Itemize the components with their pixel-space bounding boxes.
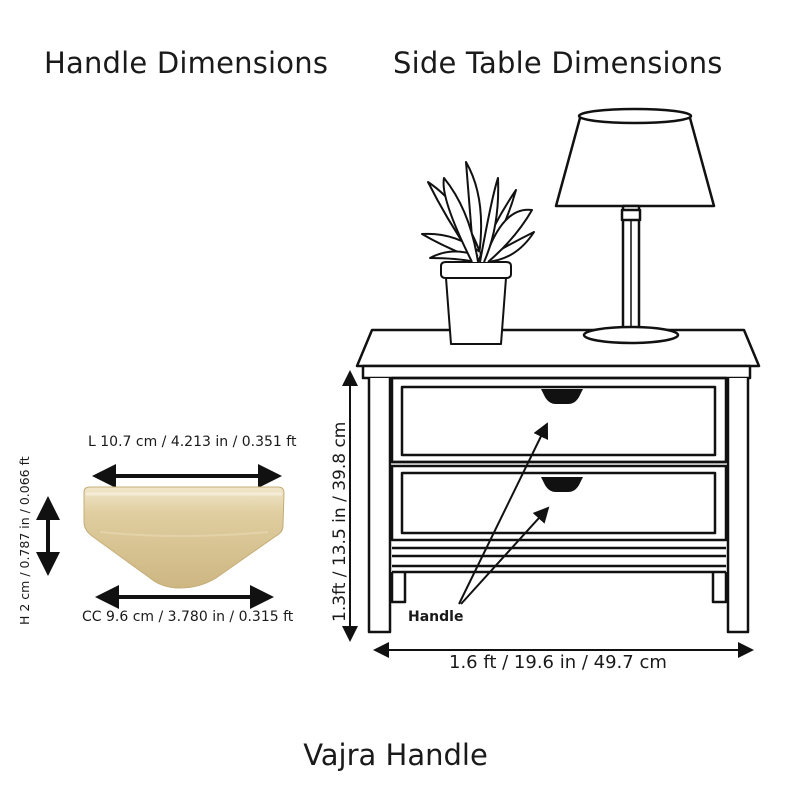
table-lamp-drawing: [554, 107, 716, 345]
potted-plant-drawing: [421, 161, 535, 345]
handle-callout-arrows: [458, 422, 550, 605]
table-width-label: 1.6 ft / 19.6 in / 49.7 cm: [449, 652, 667, 673]
drawer-handle-top: [541, 389, 583, 404]
table-height-label: 1.3ft / 13.5 in / 39.8 cm: [330, 421, 350, 622]
handle-dimensions-heading: Handle Dimensions: [44, 46, 329, 80]
vajra-handle-image: [83, 486, 285, 589]
handle-cc-label: CC 9.6 cm / 3.780 in / 0.315 ft: [82, 609, 294, 625]
side-table-dimensions-heading: Side Table Dimensions: [393, 46, 723, 80]
drawer-handle-bottom: [541, 477, 583, 492]
handle-callout-label: Handle: [408, 609, 464, 625]
product-title: Vajra Handle: [303, 738, 488, 772]
handle-height-label: H 2 cm / 0.787 in / 0.066 ft: [17, 456, 32, 625]
handle-length-label: L 10.7 cm / 4.213 in / 0.351 ft: [88, 434, 297, 450]
